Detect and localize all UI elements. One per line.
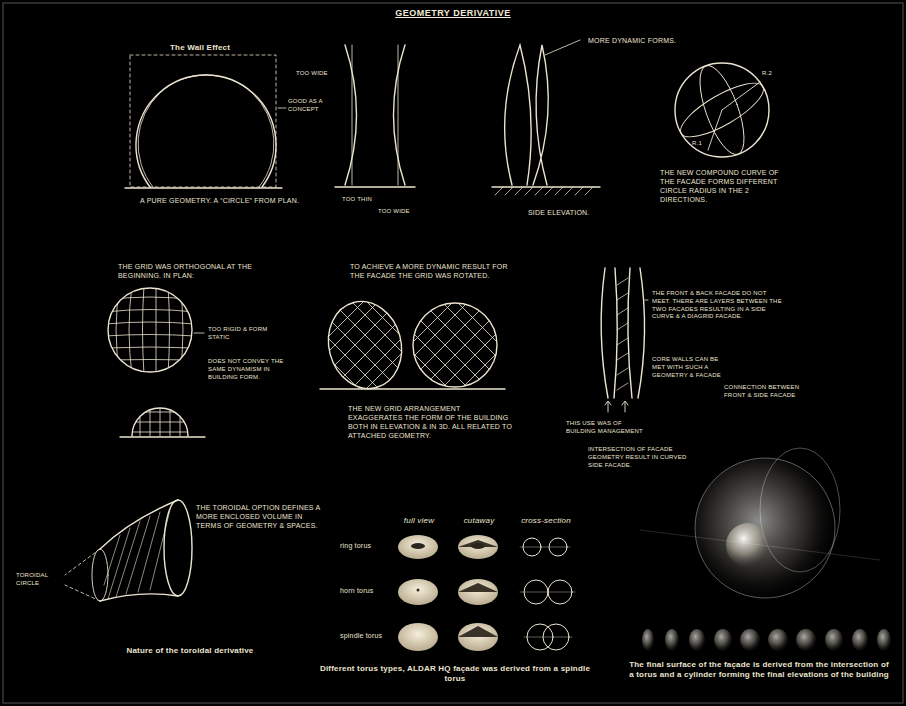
radius-label: R.2 [762, 70, 782, 78]
column-header: cutaway [456, 516, 502, 526]
row-label: horn torus [340, 586, 390, 595]
sketch-note: CONNECTION BETWEEN FRONT & SIDE FACADE [724, 384, 804, 400]
radius-label: R.1 [692, 140, 712, 148]
sketch-note: TOO WIDE [378, 208, 418, 216]
sketch-note: GOOD AS A CONCEPT [288, 98, 340, 114]
row-label: spindle torus [340, 631, 390, 640]
sketch-note: THE NEW COMPOUND CURVE OF THE FACADE FOR… [660, 168, 788, 204]
sketch-note: DOES NOT CONVEY THE SAME DYNAMISM IN BUI… [208, 358, 296, 381]
sketch-heading: The Wall Effect [170, 43, 260, 53]
column-header: cross-section [514, 516, 578, 526]
sketch-note: THE NEW GRID ARRANGEMENT EXAGGERATES THE… [348, 404, 513, 440]
figure-caption: Different torus types, ALDAR HQ façade w… [310, 664, 600, 685]
sketch-note: TOROIDAL CIRCLE [16, 572, 58, 588]
sketch-note: THE GRID WAS ORTHOGONAL AT THE BEGINNING… [118, 262, 253, 280]
sketch-note: THE TOROIDAL OPTION DEFINES A MORE ENCLO… [196, 503, 321, 530]
sketch-note: TO ACHIEVE A MORE DYNAMIC RESULT FOR THE… [350, 262, 515, 280]
sketch-note: MORE DYNAMIC FORMS. [588, 36, 688, 45]
sketch-note: SIDE ELEVATION. [528, 208, 618, 217]
sheet-title: GEOMETRY DERIVATIVE [353, 8, 553, 18]
sketch-note: A PURE GEOMETRY. A “CIRCLE” FROM PLAN. [140, 196, 310, 205]
sketch-note: INTERSECTION OF FACADE GEOMETRY RESULT I… [588, 446, 703, 469]
sketch-note: THIS USE WAS OF BUILDING MANAGEMENT [566, 420, 646, 436]
sketch-note: CORE WALLS CAN BE MET WITH SUCH A GEOMET… [652, 356, 722, 379]
row-label: ring torus [340, 541, 390, 550]
sketch-note: TOO RIGID & FORM STATIC [208, 326, 278, 342]
sketch-note: TOO THIN [342, 196, 382, 204]
sketch-note: TOO WIDE [296, 70, 340, 78]
figure-caption: The final surface of the façade is deriv… [628, 660, 890, 681]
sketch-note: THE FRONT & BACK FACADE DO NOT MEET. THE… [652, 290, 782, 321]
column-header: full view [396, 516, 442, 526]
figure-caption: Nature of the toroidal derivative [100, 646, 280, 656]
